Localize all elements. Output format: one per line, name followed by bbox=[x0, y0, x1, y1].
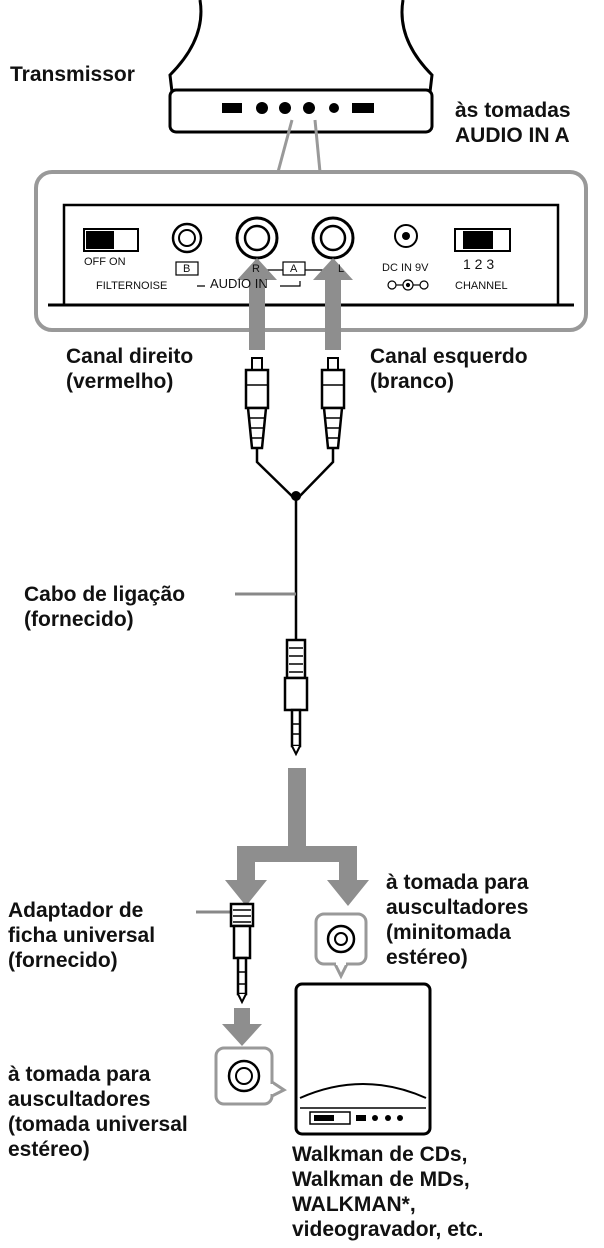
arrow-to-std-jack bbox=[222, 1008, 262, 1046]
label-headphone-mini: à tomada para auscultadores (minitomada … bbox=[386, 871, 529, 969]
panel-b: B bbox=[183, 263, 191, 275]
panel-channel-nums: 1 2 3 bbox=[463, 256, 495, 272]
label-transmitter: Transmissor bbox=[10, 63, 135, 86]
split-arrow bbox=[225, 768, 369, 906]
panel-r: R bbox=[252, 263, 260, 275]
panel-a: A bbox=[290, 263, 298, 275]
label-headphone-std: à tomada para auscultadores (tomada univ… bbox=[8, 1063, 188, 1161]
panel-l: L bbox=[338, 263, 345, 275]
arrow-to-jack-r bbox=[237, 258, 277, 350]
walkman-device bbox=[294, 982, 432, 1136]
arrow-to-jack-l bbox=[313, 258, 353, 350]
label-to-audio-in-a: às tomadas AUDIO IN A bbox=[455, 99, 571, 147]
dc-polarity-icon bbox=[387, 279, 429, 291]
panel-body bbox=[62, 203, 560, 307]
transmitter-stand bbox=[168, 0, 434, 94]
universal-adapter-plug bbox=[229, 902, 255, 1005]
label-devices: Walkman de CDs, Walkman de MDs, WALKMAN*… bbox=[292, 1143, 484, 1241]
transmitter-base bbox=[168, 88, 434, 134]
panel-filter-noise: FILTERNOISE bbox=[96, 280, 168, 292]
y-cable bbox=[255, 448, 335, 640]
label-adapter: Adaptador de ficha universal (fornecido) bbox=[8, 899, 156, 972]
panel-off-on: OFF ON bbox=[84, 256, 126, 268]
label-cable: Cabo de ligação (fornecido) bbox=[24, 583, 186, 631]
rca-plug-right bbox=[244, 357, 270, 450]
panel-audio-in: AUDIO IN bbox=[210, 276, 268, 291]
panel-channel: CHANNEL bbox=[455, 280, 508, 292]
rca-plug-left bbox=[320, 357, 346, 450]
label-left-channel: Canal esquerdo (branco) bbox=[370, 345, 528, 393]
panel-dc-in: DC IN 9V bbox=[382, 262, 429, 274]
label-right-channel: Canal direito (vermelho) bbox=[66, 345, 194, 393]
mini-plug bbox=[283, 638, 309, 757]
transmitter-jacks bbox=[222, 102, 374, 114]
